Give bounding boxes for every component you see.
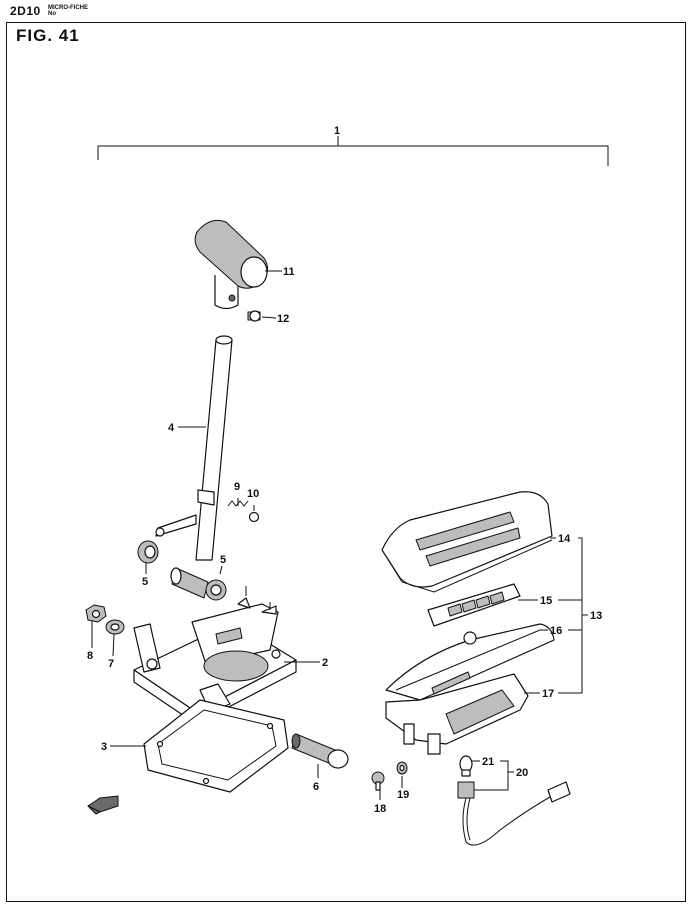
figure-frame — [6, 22, 686, 902]
bushing-right — [205, 579, 227, 601]
callout-2: 2 — [322, 657, 328, 669]
clip-screw — [371, 771, 385, 791]
bulb — [459, 755, 473, 777]
knob-screw — [247, 310, 261, 322]
indicator-plate — [427, 583, 521, 627]
callout-15: 15 — [540, 595, 552, 607]
washer — [105, 619, 125, 635]
callout-13: 13 — [590, 610, 602, 622]
detent-spring — [227, 500, 260, 523]
indicator-cover — [381, 491, 553, 593]
shift-knob — [194, 219, 268, 310]
callout-11: 11 — [283, 266, 295, 278]
callout-6: 6 — [313, 781, 319, 793]
callouts: 1 11 12 4 9 10 5 5 8 7 2 3 6 14 15 13 16… — [87, 125, 602, 815]
callout-21: 21 — [482, 756, 494, 768]
figure-title: FIG. 41 — [16, 26, 80, 45]
nut — [85, 604, 107, 623]
callout-19: 19 — [397, 789, 409, 801]
callout-17: 17 — [542, 688, 554, 700]
pivot-pin — [291, 733, 349, 769]
callout-7: 7 — [108, 658, 114, 670]
bushing-left — [137, 540, 159, 564]
callout-10: 10 — [247, 488, 259, 500]
page-code: 2D10 — [10, 4, 41, 18]
housing-base — [385, 673, 529, 755]
callout-3: 3 — [101, 741, 107, 753]
assembly-bracket — [97, 136, 609, 166]
callout-18: 18 — [374, 803, 386, 815]
front-arrow — [87, 795, 119, 815]
callout-14: 14 — [558, 533, 571, 545]
callout-5b: 5 — [220, 554, 226, 566]
callout-1: 1 — [334, 125, 340, 137]
pivot-tube — [170, 567, 209, 599]
shift-lever — [155, 335, 233, 561]
callout-5a: 5 — [142, 576, 148, 588]
socket-harness — [457, 781, 571, 846]
callout-12: 12 — [277, 313, 289, 325]
leader-lines — [91, 270, 588, 800]
callout-20: 20 — [516, 767, 528, 779]
callout-8: 8 — [87, 650, 93, 662]
microfiche-label: MICRO-FICHE No — [48, 5, 88, 17]
callout-9: 9 — [234, 481, 240, 493]
gasket — [143, 699, 289, 793]
indicator-housing — [385, 623, 555, 701]
callout-16: 16 — [550, 625, 562, 637]
clip-nut — [396, 761, 408, 775]
callout-4: 4 — [168, 422, 175, 434]
